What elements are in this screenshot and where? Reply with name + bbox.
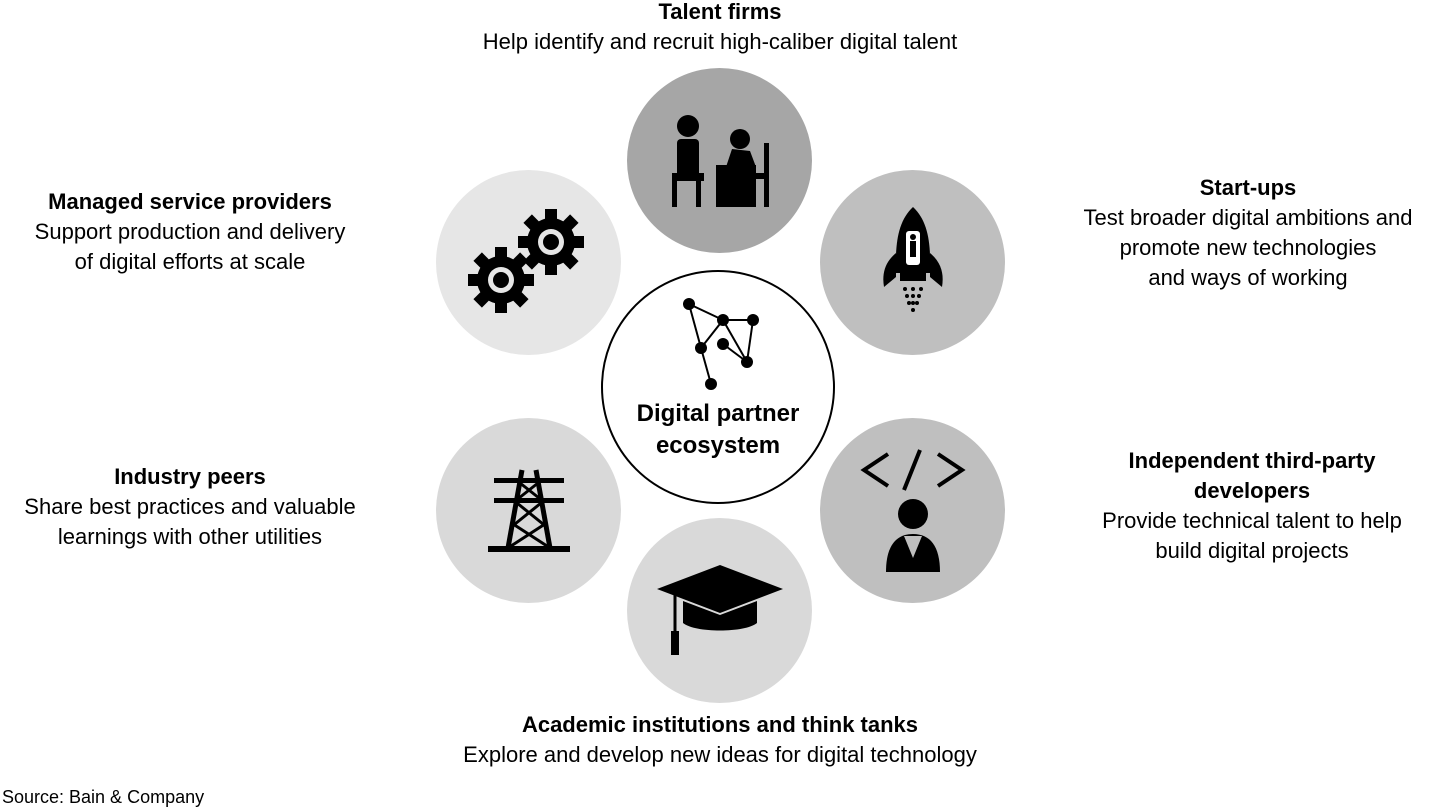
interview-icon: [660, 111, 780, 211]
academic-institutions-label: Academic institutions and think tanks Ex…: [400, 710, 1040, 770]
talent-firms-circle: [627, 68, 812, 253]
center-title: Digital partner ecosystem: [636, 400, 800, 459]
start-ups-label: Start-ups Test broader digital ambitions…: [1050, 173, 1440, 293]
third-party-developers-title: Independent third-party developers: [1128, 448, 1376, 503]
managed-service-providers-description: Support production and delivery of digit…: [34, 219, 346, 274]
gears-icon: [459, 208, 599, 318]
start-ups-circle: [820, 170, 1005, 355]
managed-service-providers-circle: [436, 170, 621, 355]
start-ups-title: Start-ups: [1199, 175, 1297, 200]
managed-service-providers-title: Managed service providers: [48, 189, 332, 214]
talent-firms-label: Talent firms Help identify and recruit h…: [420, 0, 1020, 57]
center-circle: Digital partner ecosystem: [601, 270, 835, 504]
developer-icon: [858, 446, 968, 576]
power-tower-icon: [484, 466, 574, 556]
managed-service-providers-label: Managed service providers Support produc…: [0, 187, 380, 277]
academic-institutions-description: Explore and develop new ideas for digita…: [463, 742, 977, 767]
academic-institutions-circle: [627, 518, 812, 703]
rocket-icon: [878, 203, 948, 323]
third-party-developers-label: Independent third-party developers Provi…: [1062, 446, 1440, 566]
academic-institutions-title: Academic institutions and think tanks: [521, 712, 919, 737]
graduation-cap-icon: [655, 561, 785, 661]
network-nodes-icon: [681, 294, 761, 395]
start-ups-description: Test broader digital ambitions and promo…: [1083, 205, 1413, 290]
industry-peers-label: Industry peers Share best practices and …: [0, 462, 380, 552]
industry-peers-circle: [436, 418, 621, 603]
third-party-developers-circle: [820, 418, 1005, 603]
talent-firms-description: Help identify and recruit high-caliber d…: [482, 29, 958, 54]
third-party-developers-description: Provide technical talent to help build d…: [1102, 508, 1402, 563]
source-note: Source: Bain & Company: [2, 787, 205, 807]
talent-firms-title: Talent firms: [658, 0, 782, 24]
industry-peers-description: Share best practices and valuable learni…: [24, 494, 356, 549]
industry-peers-title: Industry peers: [114, 464, 266, 489]
